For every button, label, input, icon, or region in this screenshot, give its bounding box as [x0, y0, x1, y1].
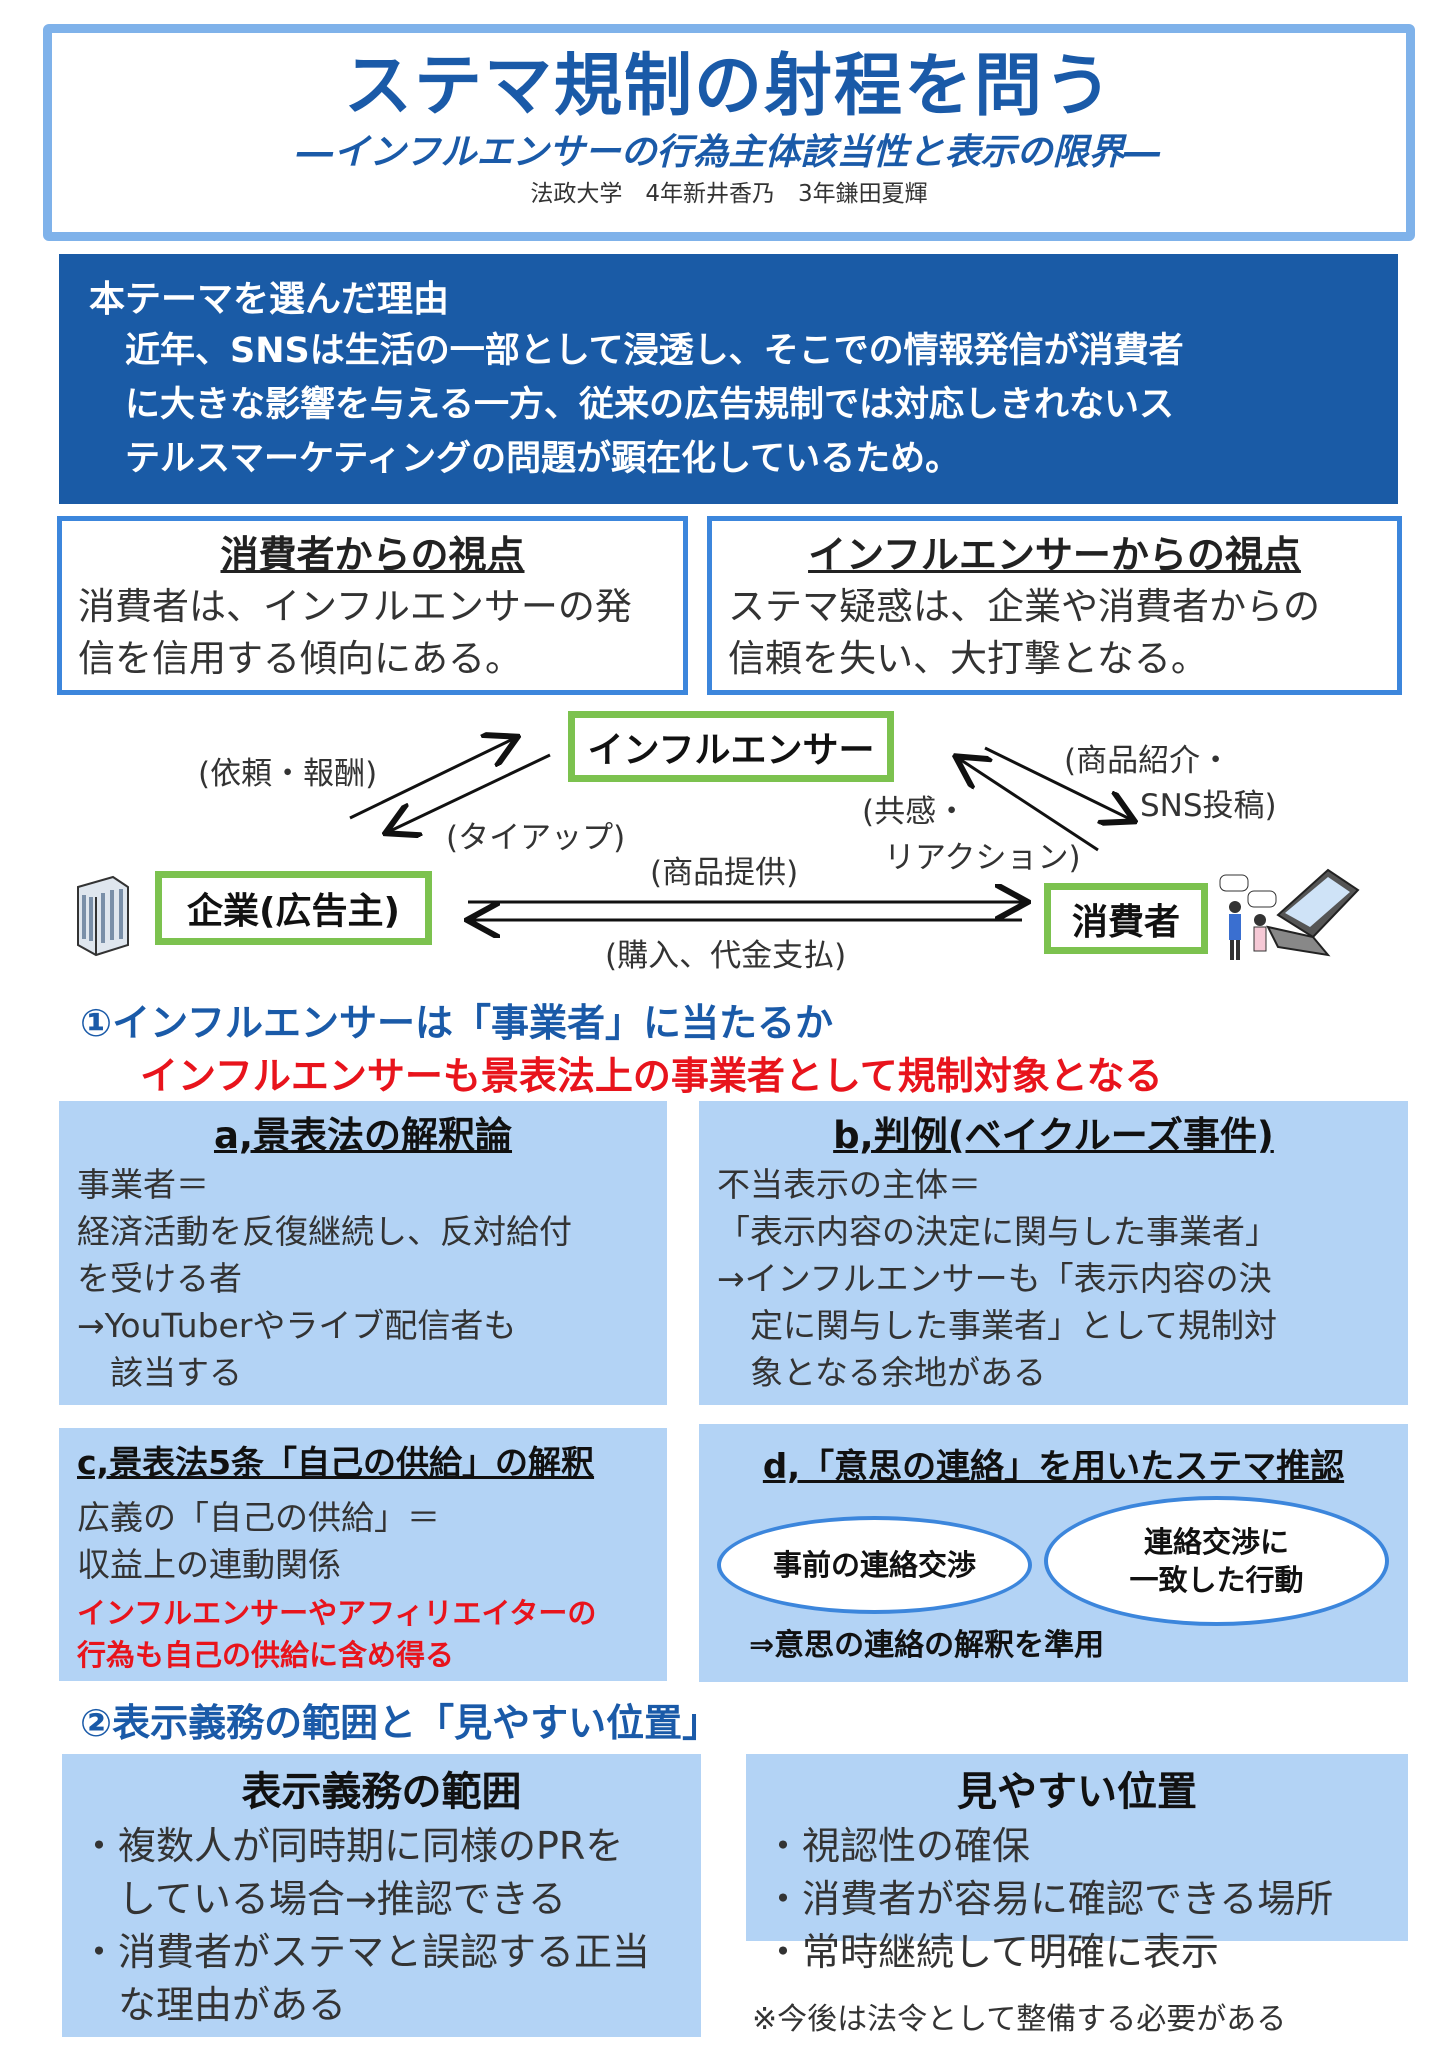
box-line: している場合→推認できる — [80, 1877, 566, 1921]
label-intro-2: SNS投稿) — [1140, 788, 1277, 824]
bubble-line: 連絡交渉に — [1143, 1525, 1289, 1559]
box-line: ・常時継続して明確に表示 — [764, 1930, 1219, 1974]
box-heading: 見やすい位置 — [957, 1769, 1197, 1815]
box-line: な理由がある — [80, 1983, 347, 2027]
page-title: ステマ規制の射程を問う — [343, 47, 1114, 126]
label-purchase: (購入、代金支払) — [605, 938, 847, 974]
influencer-viewpoint-box: インフルエンサーからの視点 ステマ疑惑は、企業や消費者からの 信頼を失い、大打撃… — [707, 516, 1402, 695]
label-tieup: (タイアップ) — [446, 820, 626, 856]
box-d-heading: d,「意思の連絡」を用いたステマ推認 — [762, 1447, 1345, 1487]
box-line: ・複数人が同時期に同様のPRを — [80, 1824, 624, 1868]
reason-heading: 本テーマを選んだ理由 — [89, 279, 450, 320]
label-intro: (商品紹介・ — [1064, 743, 1232, 779]
box-c-heading: c,景表法5条「自己の供給」の解釈 — [77, 1443, 595, 1482]
box-b: b,判例(ベイクルーズ事件) 不当表示の主体＝ 「表示内容の決定に関与した事業者… — [699, 1101, 1408, 1405]
box-heading: 表示義務の範囲 — [241, 1769, 522, 1815]
viewpoint-line: 信頼を失い、大打撃となる。 — [728, 637, 1208, 680]
box-c-highlight: 行為も自己の供給に含め得る — [77, 1638, 455, 1672]
company-node: 企業(広告主) — [155, 871, 432, 945]
box-line: 象となる余地がある — [717, 1353, 1047, 1392]
box-line: ・視認性の確保 — [764, 1824, 1031, 1868]
box-line: 不当表示の主体＝ — [717, 1165, 981, 1204]
reason-box: 本テーマを選んだ理由 近年、SNSは生活の一部として浸透し、そこでの情報発信が消… — [59, 254, 1398, 504]
viewpoint-line: 信を信用する傾向にある。 — [78, 637, 522, 680]
bubble-prior-negotiation: 事前の連絡交渉 — [717, 1516, 1032, 1614]
bubble-line: 一致した行動 — [1129, 1563, 1304, 1597]
box-a-heading: a,景表法の解釈論 — [213, 1114, 513, 1157]
label-request: (依頼・報酬) — [198, 756, 378, 792]
box-visible-position: 見やすい位置 ・視認性の確保 ・消費者が容易に確認できる場所 ・常時継続して明確… — [746, 1754, 1408, 1974]
label-empathy: (共感・ — [862, 794, 968, 830]
box-line: ・消費者が容易に確認できる場所 — [764, 1877, 1334, 1921]
consumer-node: 消費者 — [1044, 883, 1208, 954]
page-subtitle: ―インフルエンサーの行為主体該当性と表示の限界― — [297, 132, 1161, 173]
authors: 法政大学 4年新井香乃 3年鎌田夏輝 — [530, 181, 928, 207]
label-provide: (商品提供) — [650, 855, 799, 891]
box-c: c,景表法5条「自己の供給」の解釈 広義の「自己の供給」＝ 収益上の連動関係 イ… — [59, 1428, 667, 1681]
bubble-consistent-action: 連絡交渉に 一致した行動 — [1044, 1496, 1389, 1626]
box-d: d,「意思の連絡」を用いたステマ推認 事前の連絡交渉 連絡交渉に 一致した行動 … — [699, 1424, 1408, 1682]
box-d-conclusion: ⇒意思の連絡の解釈を準用 — [749, 1628, 1105, 1663]
building-icon — [77, 875, 129, 957]
title-banner: ステマ規制の射程を問う ―インフルエンサーの行為主体該当性と表示の限界― 法政大… — [43, 24, 1415, 241]
box-c-highlight: インフルエンサーやアフィリエイターの — [77, 1596, 597, 1630]
section1-heading: ①インフルエンサーは「事業者」に当たるか — [80, 1001, 834, 1045]
box-line: 該当する — [77, 1353, 242, 1392]
viewpoint-line: 消費者は、インフルエンサーの発 — [78, 585, 632, 628]
footnote: ※今後は法令として整備する必要がある — [752, 2002, 1287, 2037]
section1-conclusion: インフルエンサーも景表法上の事業者として規制対象となる — [140, 1054, 1163, 1098]
box-display-scope: 表示義務の範囲 ・複数人が同時期に同様のPRを している場合→推認できる ・消費… — [62, 1754, 701, 2037]
box-line: 広義の「自己の供給」＝ — [77, 1498, 440, 1537]
box-b-heading: b,判例(ベイクルーズ事件) — [833, 1114, 1274, 1157]
reason-line: テルスマーケティングの問題が顕在化しているため。 — [125, 439, 961, 479]
box-line: 収益上の連動関係 — [77, 1545, 341, 1584]
viewpoint-heading: 消費者からの視点 — [220, 533, 525, 577]
box-line: 事業者＝ — [77, 1165, 209, 1204]
consumers-laptop-icon — [1219, 868, 1360, 960]
box-line: →YouTuberやライブ配信者も — [77, 1306, 517, 1345]
box-a: a,景表法の解釈論 事業者＝ 経済活動を反復継続し、反対給付 を受ける者 →Yo… — [59, 1101, 667, 1405]
label-empathy-2: リアクション) — [884, 840, 1081, 876]
reason-line: に大きな影響を与える一方、従来の広告規制では対応しきれないス — [125, 385, 1174, 425]
box-line: →インフルエンサーも「表示内容の決 — [717, 1259, 1272, 1298]
box-line: 定に関与した事業者」として規制対 — [717, 1306, 1278, 1345]
relationship-arrows — [349, 700, 1448, 990]
reason-line: 近年、SNSは生活の一部として浸透し、そこでの情報発信が消費者 — [125, 331, 1184, 371]
viewpoint-line: ステマ疑惑は、企業や消費者からの — [728, 585, 1320, 628]
box-line: を受ける者 — [77, 1259, 242, 1298]
consumer-viewpoint-box: 消費者からの視点 消費者は、インフルエンサーの発 信を信用する傾向にある。 — [57, 516, 688, 695]
influencer-node: インフルエンサー — [568, 711, 894, 782]
box-line: 経済活動を反復継続し、反対給付 — [77, 1212, 572, 1251]
viewpoint-heading: インフルエンサーからの視点 — [808, 533, 1301, 577]
section2-heading: ②表示義務の範囲と「見やすい位置」 — [80, 1701, 721, 1745]
box-line: ・消費者がステマと誤認する正当 — [80, 1930, 651, 1974]
box-line: 「表示内容の決定に関与した事業者」 — [717, 1212, 1278, 1251]
